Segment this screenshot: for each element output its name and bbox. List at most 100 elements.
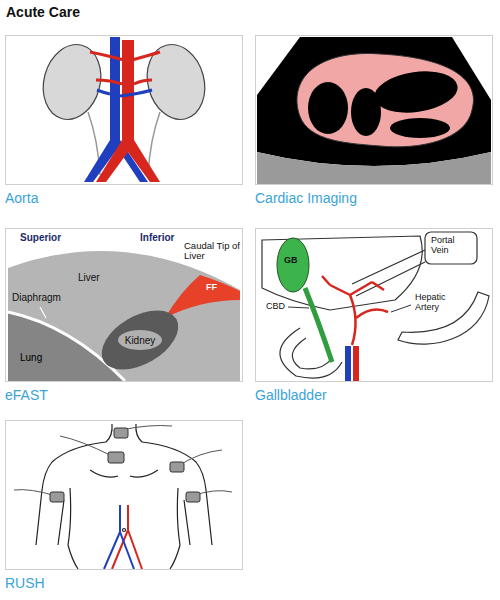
hepatic-artery (322, 276, 388, 345)
ultrasound-sector (8, 251, 240, 381)
vessel-line (120, 532, 134, 569)
portal-vein-line (352, 250, 425, 296)
renal-artery (90, 52, 124, 60)
leader-line (40, 307, 46, 318)
aorta-vessel (122, 40, 134, 144)
torso-outline (36, 424, 212, 569)
kidney-shape (139, 38, 213, 126)
bile-duct (305, 288, 332, 362)
part-label: Diaphragm (12, 292, 61, 303)
part-label: Liver (78, 272, 100, 283)
duodenum-outline (280, 328, 342, 378)
leader-line (288, 307, 309, 308)
probe-cord (178, 450, 222, 466)
vena-cava (110, 37, 120, 147)
torso-outline (58, 500, 64, 545)
tile-caption: Gallbladder (255, 387, 493, 404)
part-label: FF (206, 283, 217, 293)
tile-caption: Cardiac Imaging (255, 190, 493, 207)
kidney-sinus (118, 330, 162, 350)
free-fluid (165, 275, 240, 318)
probe-cord (60, 436, 112, 456)
portal-vein-line (356, 262, 425, 296)
vessel-line (128, 530, 142, 569)
renal-artery (90, 52, 160, 84)
kidney-shape (92, 298, 189, 382)
part-label: CBD (266, 302, 285, 312)
gallbladder-illustration (262, 232, 489, 381)
hepatic-artery (322, 276, 330, 285)
renal-artery (96, 80, 122, 84)
torso-outline (184, 500, 190, 545)
leader-line (391, 305, 411, 312)
probe-symbol (186, 492, 200, 502)
torso-outline (130, 470, 158, 477)
ultrasound-sector (257, 37, 491, 166)
part-label: Portal Vein (431, 236, 471, 256)
vessel-line (104, 505, 142, 569)
image-tile: RUSH (5, 420, 243, 592)
rush-illustration (14, 424, 232, 569)
probe-symbol (50, 492, 64, 502)
part-label: Superior (20, 232, 61, 243)
iliac-artery (96, 140, 160, 182)
renal-artery (132, 52, 160, 60)
efast-illustration (8, 251, 240, 382)
part-label: Kidney (125, 335, 156, 346)
heart-chamber (308, 82, 348, 134)
duodenum-outline (280, 328, 342, 378)
renal-vein (97, 90, 152, 96)
liver-outline (262, 236, 422, 310)
tile-caption: eFAST (5, 387, 243, 404)
probe-symbol (108, 452, 124, 463)
renal-artery (134, 80, 152, 84)
tile-caption: RUSH (5, 575, 243, 592)
part-label: GB (284, 256, 298, 266)
heart-chamber (390, 118, 450, 138)
artery-vessel (353, 346, 359, 381)
probe-symbol (114, 428, 128, 438)
probe-cord (121, 426, 172, 431)
vein-vessel (345, 346, 351, 381)
image-tile: Cardiac Imaging (255, 35, 493, 207)
kidney-shape (35, 38, 109, 126)
probe-symbol (170, 462, 184, 472)
part-label: Hepatic Artery (415, 293, 457, 313)
hepatic-artery (356, 310, 388, 318)
torso-outline (123, 529, 126, 532)
image-tile: Aorta (5, 35, 243, 207)
page-title: Acute Care (6, 4, 80, 20)
heart-wall (297, 53, 473, 146)
torso-outline (170, 488, 180, 569)
torso-outline (106, 424, 112, 442)
tile-frame (255, 35, 493, 185)
cardiac-illustration (257, 37, 491, 184)
sector-band (257, 152, 491, 184)
hepatic-artery (350, 282, 372, 295)
tile-frame (255, 228, 493, 382)
torso-outline (90, 470, 118, 477)
hepatic-artery (330, 285, 350, 295)
tile-frame (5, 35, 243, 185)
gallbladder-shape (277, 238, 309, 292)
probe-cord (14, 426, 232, 497)
vessel-line (104, 505, 120, 569)
hepatic-artery (350, 295, 356, 345)
stomach-outline (398, 292, 489, 344)
tile-caption: Aorta (5, 190, 243, 207)
probe-symbol (50, 428, 200, 502)
renal-vein (97, 90, 110, 94)
part-label: Lung (20, 352, 42, 363)
heart-chamber (308, 66, 460, 138)
tile-frame (5, 420, 243, 570)
portal-vein-outline (425, 232, 477, 264)
image-tile: eFAST (5, 228, 243, 404)
part-label: Inferior (140, 232, 174, 243)
part-label: Caudal Tip of Liver (184, 241, 240, 262)
heart-chamber (372, 66, 461, 117)
torso-outline (68, 488, 78, 569)
aorta-illustration (35, 37, 213, 182)
image-tile: Gallbladder (255, 228, 493, 404)
hepatic-artery (372, 282, 384, 290)
renal-vein (120, 90, 152, 96)
